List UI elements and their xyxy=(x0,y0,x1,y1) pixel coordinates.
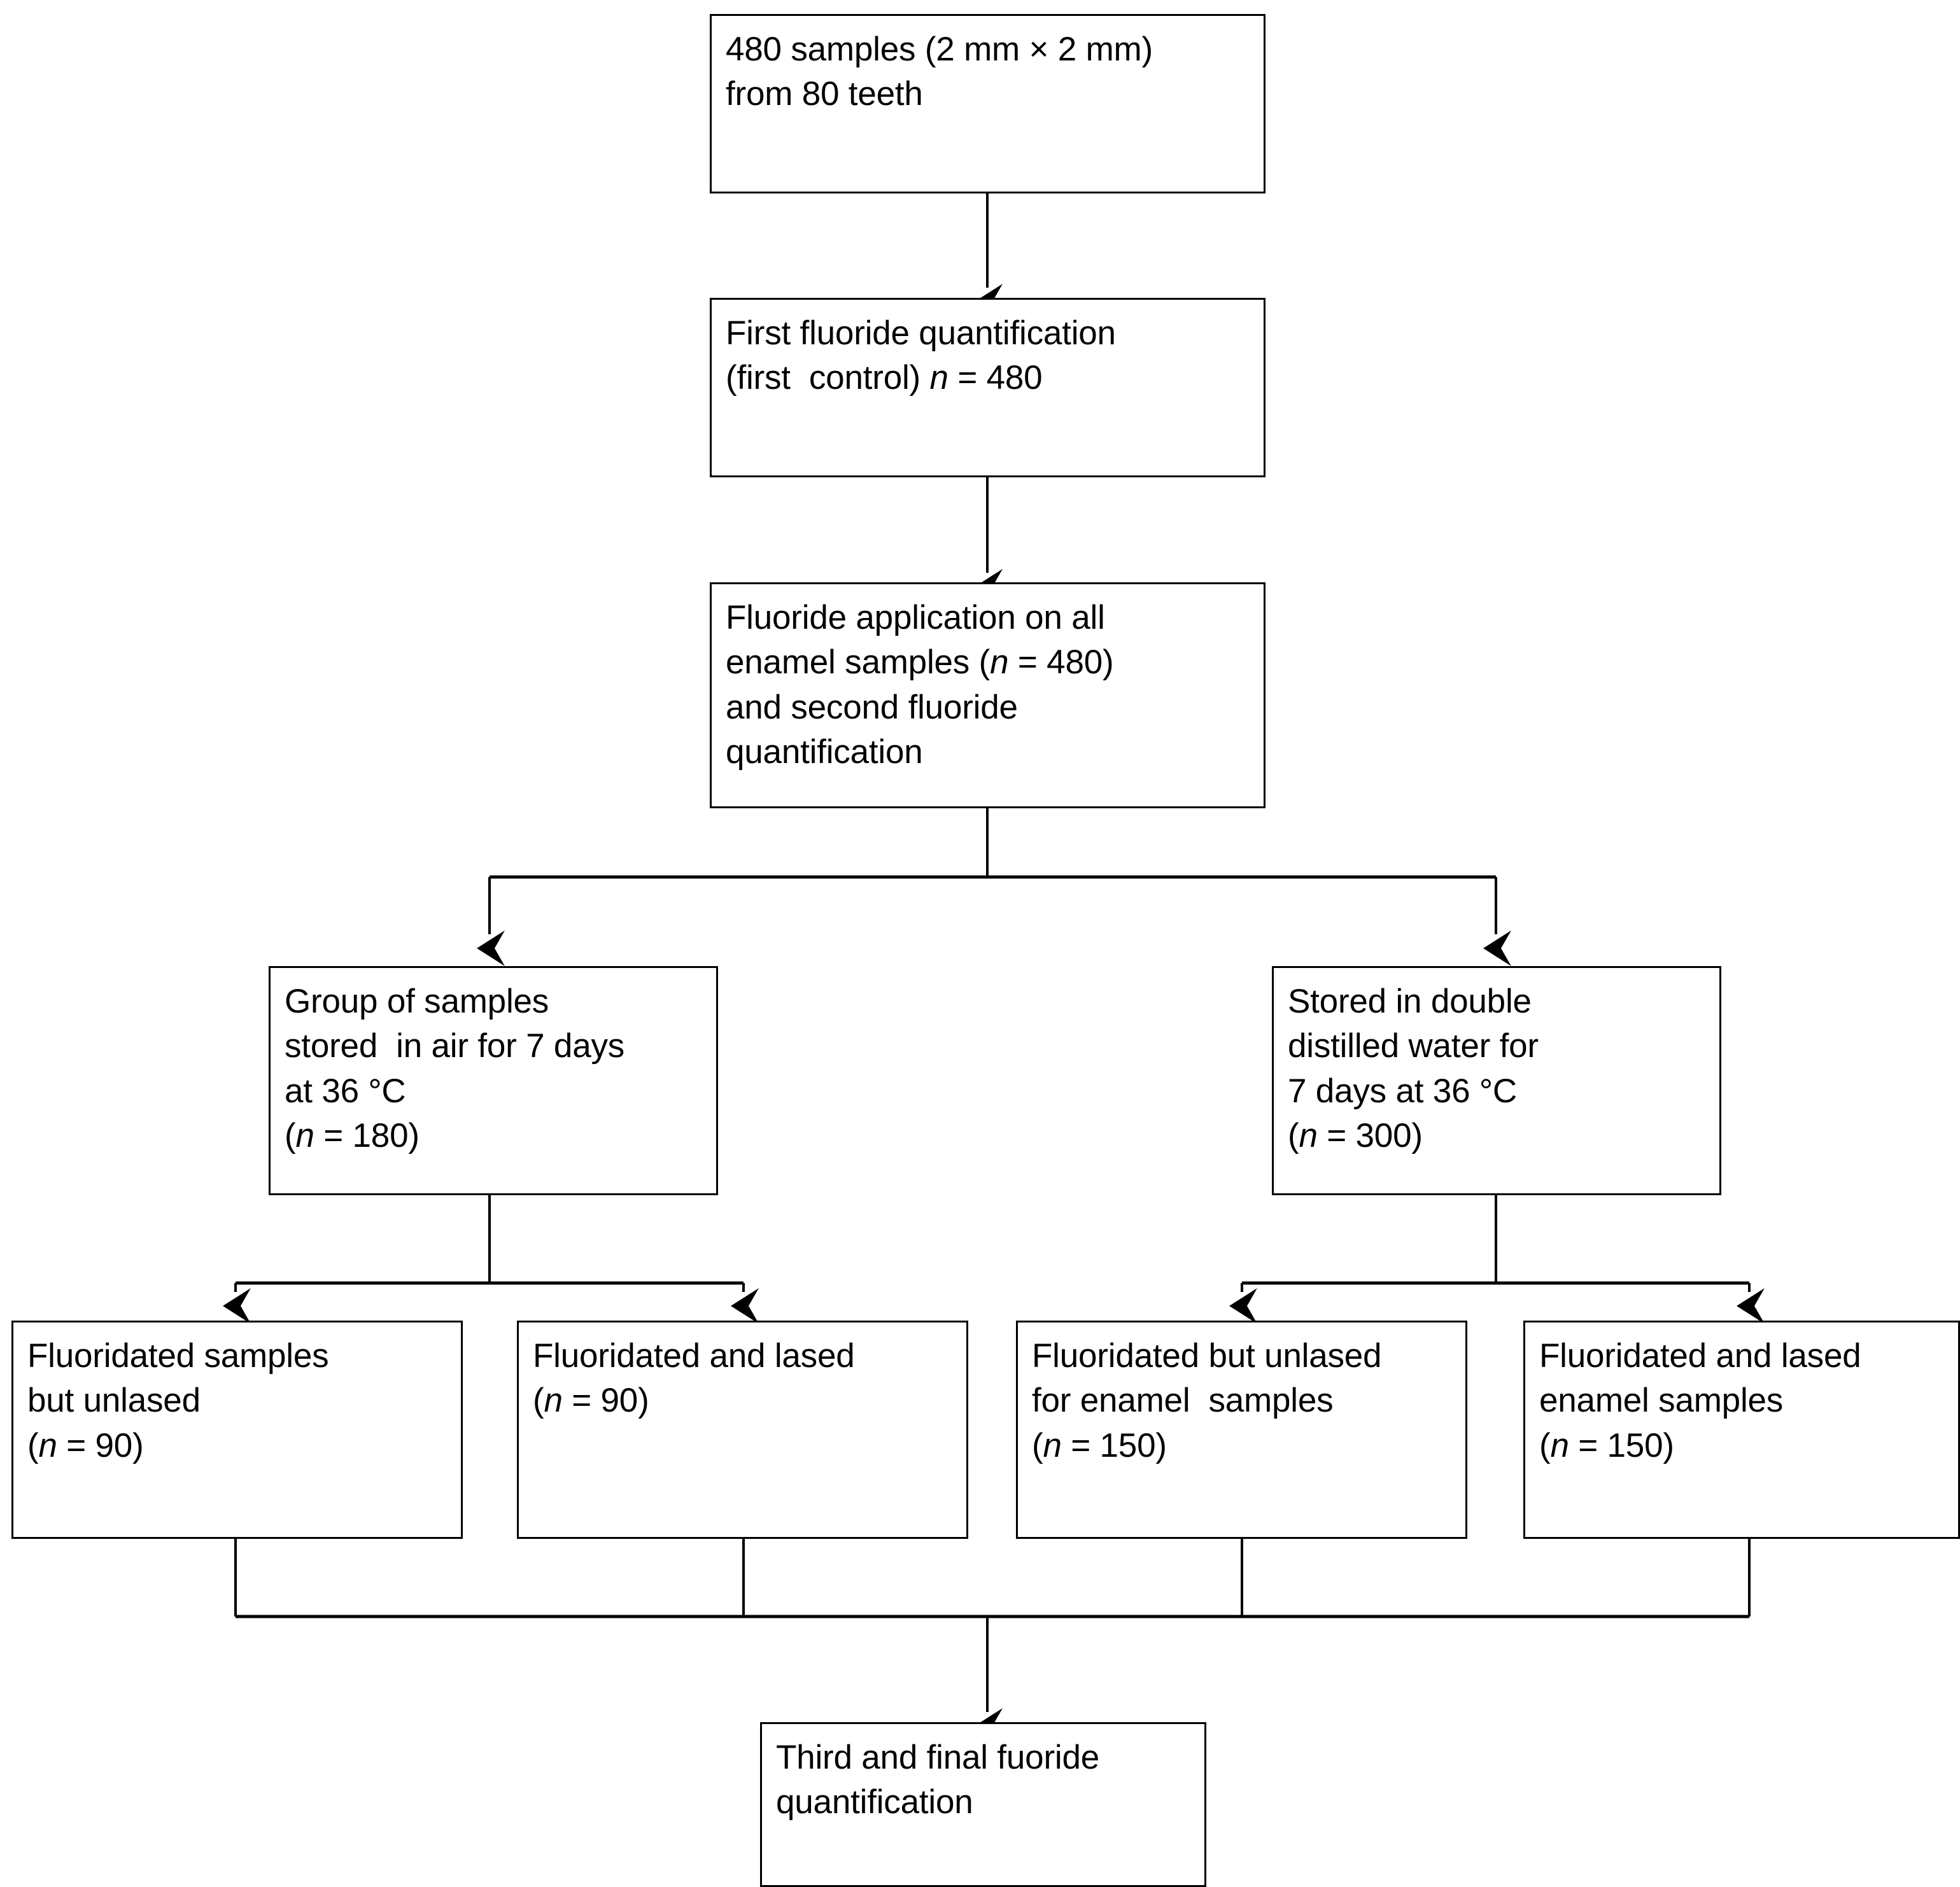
node-water-lased[interactable]: Fluoridated and lased enamel samples (n … xyxy=(1523,1321,1960,1539)
edge-application-split xyxy=(477,808,1511,966)
node-fluoride-application-line-4: quantification xyxy=(726,733,923,771)
edge-air-group-split xyxy=(223,1195,759,1324)
node-samples-line-1: 480 samples (2 mm × 2 mm) xyxy=(726,31,1153,68)
node-fluoride-application-line-2: enamel samples (n = 480) xyxy=(726,643,1114,682)
node-water-unlased[interactable]: Fluoridated but unlased for enamel sampl… xyxy=(1016,1321,1467,1539)
node-air-storage-group-line-3: at 36 °C xyxy=(285,1072,406,1110)
node-air-storage-group-line-2: stored in air for 7 days xyxy=(285,1027,625,1065)
node-air-storage-group-line-4: (n = 180) xyxy=(285,1117,419,1155)
node-water-unlased-line-2: for enamel samples xyxy=(1032,1382,1334,1420)
node-water-unlased-line-1: Fluoridated but unlased xyxy=(1032,1337,1382,1375)
node-first-quantification[interactable]: First fluoride quantification (first con… xyxy=(710,298,1266,477)
edge-water-group-split xyxy=(1229,1195,1765,1324)
node-air-lased[interactable]: Fluoridated and lased (n = 90) xyxy=(517,1321,968,1539)
node-air-unlased-line-3: (n = 90) xyxy=(27,1426,144,1464)
node-air-storage-group-line-1: Group of samples xyxy=(285,983,549,1020)
node-water-storage-group-line-1: Stored in double xyxy=(1288,983,1532,1020)
node-fluoride-application[interactable]: Fluoride application on all enamel sampl… xyxy=(710,582,1266,808)
node-water-lased-line-1: Fluoridated and lased xyxy=(1539,1337,1861,1375)
node-air-lased-line-2: (n = 90) xyxy=(533,1382,649,1420)
node-water-storage-group-line-3: 7 days at 36 °C xyxy=(1288,1072,1517,1110)
node-fluoride-application-line-3: and second fluoride xyxy=(726,688,1018,726)
node-air-lased-line-1: Fluoridated and lased xyxy=(533,1337,855,1375)
node-water-storage-group[interactable]: Stored in double distilled water for 7 d… xyxy=(1272,966,1721,1195)
node-air-unlased[interactable]: Fluoridated samples but unlased (n = 90) xyxy=(11,1321,463,1539)
node-first-quantification-line-2: (first control) n = 480 xyxy=(726,359,1043,397)
node-water-lased-line-3: (n = 150) xyxy=(1539,1426,1674,1464)
node-water-unlased-line-3: (n = 150) xyxy=(1032,1426,1167,1464)
node-air-unlased-line-2: but unlased xyxy=(27,1382,201,1420)
node-air-unlased-line-1: Fluoridated samples xyxy=(27,1337,329,1375)
edge-merge-to-final xyxy=(234,1539,1751,1744)
node-final-quantification[interactable]: Third and final fuoride quantification xyxy=(760,1722,1206,1887)
node-samples[interactable]: 480 samples (2 mm × 2 mm) from 80 teeth xyxy=(710,14,1266,193)
node-fluoride-application-line-1: Fluoride application on all xyxy=(726,599,1105,636)
node-air-storage-group[interactable]: Group of samples stored in air for 7 day… xyxy=(269,966,718,1195)
node-samples-line-2: from 80 teeth xyxy=(726,75,923,113)
node-first-quantification-line-1: First fluoride quantification xyxy=(726,314,1116,352)
node-water-storage-group-line-4: (n = 300) xyxy=(1288,1117,1423,1155)
node-water-storage-group-line-2: distilled water for xyxy=(1288,1027,1539,1065)
node-water-lased-line-2: enamel samples xyxy=(1539,1382,1784,1420)
node-final-quantification-line-1: Third and final fuoride xyxy=(776,1739,1100,1776)
node-final-quantification-line-2: quantification xyxy=(776,1783,973,1821)
